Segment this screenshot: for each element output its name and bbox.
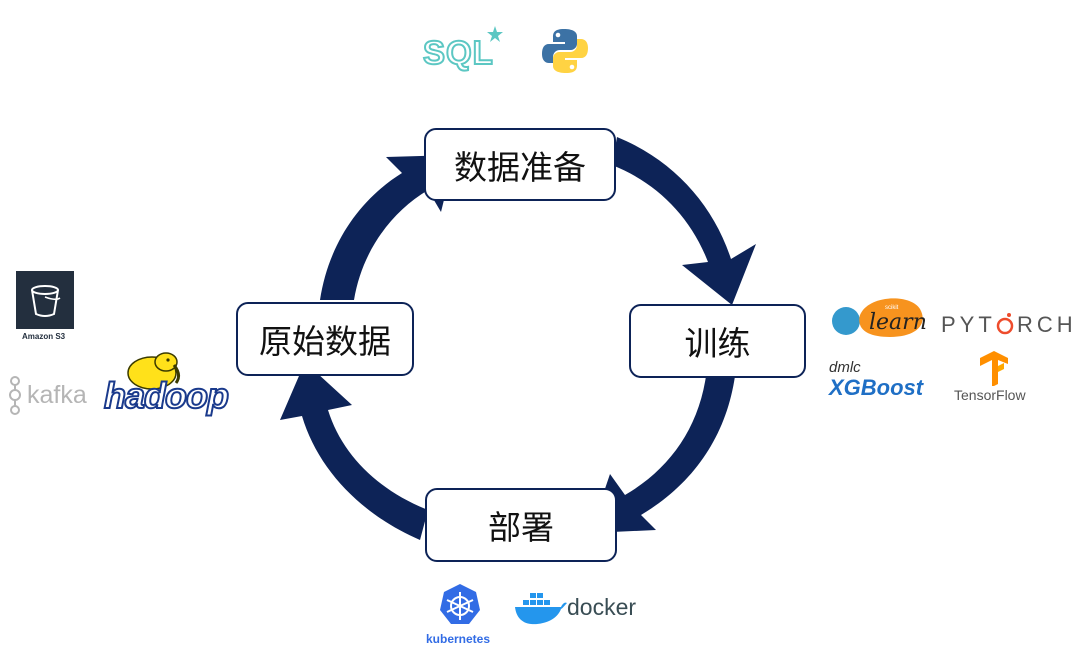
node-data-prep: 数据准备	[424, 128, 616, 201]
node-raw-data: 原始数据	[236, 302, 414, 376]
kafka-icon	[9, 376, 21, 415]
elephant-icon	[127, 352, 181, 390]
python-icon	[542, 29, 588, 73]
sklearn-label: learn	[869, 310, 927, 335]
amazon-s3-logo: Amazon S3	[16, 271, 74, 343]
pytorch-label-right: RCH	[1017, 312, 1077, 337]
pytorch-logo: PYT RCH	[941, 307, 1080, 341]
kafka-logo: kafka	[6, 374, 94, 418]
hadoop-logo: hadoop	[103, 350, 238, 416]
arrow-prep-to-train	[612, 137, 756, 305]
sql-logo-text: SQL	[422, 34, 494, 71]
docker-logo: docker	[513, 588, 641, 628]
docker-label: docker	[567, 594, 637, 620]
node-training: 训练	[629, 304, 806, 378]
star-icon	[487, 26, 503, 42]
node-data-prep-label: 数据准备	[454, 147, 586, 187]
node-deploy: 部署	[425, 488, 617, 562]
node-raw-data-label: 原始数据	[259, 322, 391, 361]
xgboost-logo: dmlc XGBoost	[829, 360, 929, 404]
docker-whale-icon	[515, 593, 567, 625]
xgboost-top-label: dmlc	[829, 359, 861, 376]
kafka-label: kafka	[27, 381, 87, 409]
sklearn-icon	[832, 298, 923, 337]
scikit-learn-logo: scikit learn	[830, 293, 927, 339]
arrow-train-to-deploy	[590, 376, 735, 533]
s3-bucket-tile	[16, 271, 74, 329]
bucket-icon	[31, 285, 61, 317]
node-deploy-label: 部署	[488, 508, 554, 547]
tensorflow-label: TensorFlow	[954, 387, 1026, 403]
kubernetes-label: kubernetes	[426, 632, 491, 646]
pytorch-flame-icon	[996, 313, 1014, 335]
kubernetes-logo: kubernetes	[422, 583, 502, 647]
tensorflow-logo: TensorFlow	[952, 350, 1042, 404]
arrow-raw-to-prep	[320, 155, 455, 300]
arrow-deploy-to-raw	[280, 362, 428, 540]
tensorflow-icon	[980, 351, 1008, 386]
kubernetes-icon	[440, 584, 480, 624]
hadoop-label: hadoop	[103, 375, 230, 416]
sql-logo: SQL	[422, 26, 503, 72]
pytorch-label-left: PYT	[941, 312, 996, 337]
xgboost-label: XGBoost	[829, 375, 924, 400]
sklearn-small-label: scikit	[885, 305, 899, 311]
amazon-s3-label: Amazon S3	[22, 332, 66, 341]
node-training-label: 训练	[684, 324, 751, 363]
